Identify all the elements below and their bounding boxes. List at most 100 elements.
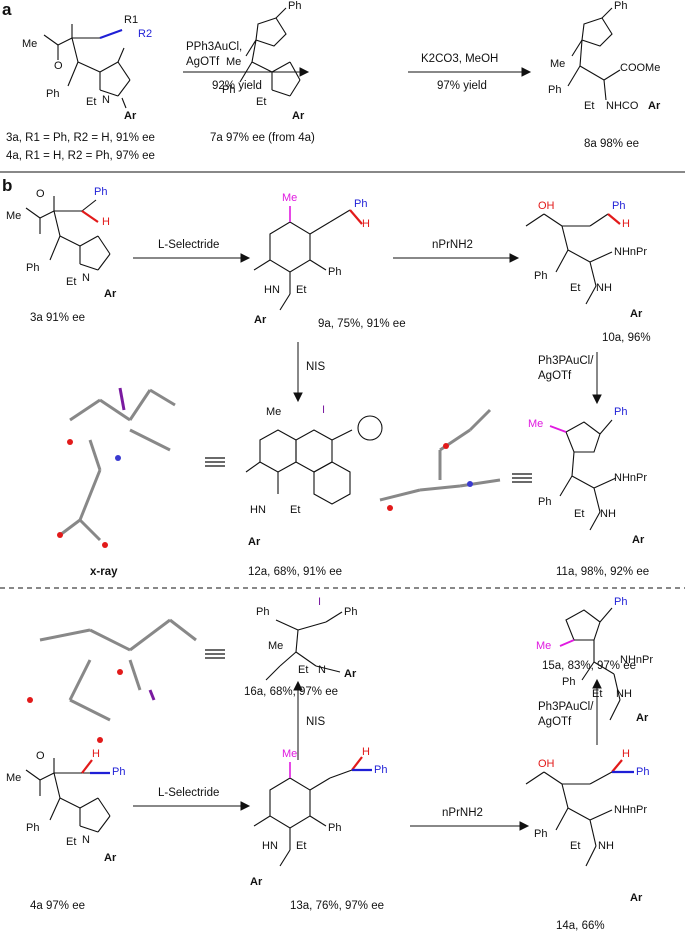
atom-n-4ab: N xyxy=(82,834,90,846)
compound-7a xyxy=(239,7,301,97)
atom-ph-15a-top: Ph xyxy=(614,596,628,608)
atom-ph-8a: Ph xyxy=(548,84,562,96)
label-4a: 4a, R1 = H, R2 = Ph, 97% ee xyxy=(6,150,155,162)
compound-14a xyxy=(525,771,613,867)
atom-et-3ab: Et xyxy=(66,276,77,288)
atom-nhnpr-10a: NHnPr xyxy=(614,246,648,258)
atom-et-10a: Et xyxy=(570,282,581,294)
compound-4a-b xyxy=(25,758,111,833)
compound-11a xyxy=(559,419,617,531)
atom-ar-12a: Ar xyxy=(248,536,261,548)
atom-hn-9a: HN xyxy=(264,284,280,296)
equiv-sign-3 xyxy=(205,649,225,659)
atom-oh-10a: OH xyxy=(538,200,555,212)
label-11a: 11a, 98%, 92% ee xyxy=(556,566,650,578)
reagent-b4-line1: Ph3PAuCl/ xyxy=(538,355,594,367)
atom-ar-14a: Ar xyxy=(630,892,643,904)
atom-h-9a: H xyxy=(362,218,370,230)
atom-hn-12a: HN xyxy=(250,504,266,516)
equiv-sign-1 xyxy=(205,457,225,467)
atom-et-12a: Et xyxy=(290,504,301,516)
label-9a: 9a, 75%, 91% ee xyxy=(318,318,406,330)
atom-et-13a: Et xyxy=(296,840,307,852)
atom-ar-7a: Ar xyxy=(292,110,305,122)
reagent-a1-line2: AgOTf xyxy=(186,56,220,68)
atom-me-12a: Me xyxy=(266,406,282,418)
atom-ar-3ab: Ar xyxy=(104,288,117,300)
atom-ar-11a: Ar xyxy=(632,534,645,546)
atom-n-16a: N xyxy=(318,664,326,676)
panel-a-letter: a xyxy=(2,0,12,19)
label-7a: 7a 97% ee (from 4a) xyxy=(210,132,315,144)
atom-ph-11a: Ph xyxy=(538,496,552,508)
atom-ph-10a-top: Ph xyxy=(612,200,626,212)
atom-ar-10a: Ar xyxy=(630,308,643,320)
xray-structure-3 xyxy=(39,618,197,722)
label-16a: 16a, 68%, 97% ee xyxy=(244,686,338,698)
label-15a: 15a, 83%, 97% ee xyxy=(542,660,636,672)
atom-nh-11a: NH xyxy=(600,508,616,520)
compound-3a-b xyxy=(25,196,111,271)
atom-ph-4ab-right: Ph xyxy=(112,766,126,778)
atom-ph-3ab: Ph xyxy=(26,262,40,274)
atom-ar-16a: Ar xyxy=(344,668,357,680)
atom-ar-9a: Ar xyxy=(254,314,267,326)
atom-et-14a: Et xyxy=(570,840,581,852)
atom-ph-11a-top: Ph xyxy=(614,406,628,418)
atom-oh-14a: OH xyxy=(538,758,555,770)
atom-ph-10a: Ph xyxy=(534,270,548,282)
atom-hn-13a: HN xyxy=(262,840,278,852)
reagent-b8-line2: AgOTf xyxy=(538,716,572,728)
atom-n-3a: N xyxy=(102,94,110,106)
label-8a: 8a 98% ee xyxy=(584,138,639,150)
label-xray-1: x-ray xyxy=(90,566,118,578)
atom-ph-14a: Ph xyxy=(534,828,548,840)
yield-a1: 92% yield xyxy=(212,80,262,92)
atom-i-16a: I xyxy=(318,596,322,608)
atom-me-16a: Me xyxy=(268,640,284,652)
compound-15a xyxy=(565,607,621,721)
atom-et-3a: Et xyxy=(86,96,97,108)
atom-ar-4ab: Ar xyxy=(104,852,117,864)
arrow-b5 xyxy=(133,801,251,811)
atom-me-3a: Me xyxy=(22,38,38,50)
atom-nh-10a: NH xyxy=(596,282,612,294)
atom-nh-14a: NH xyxy=(598,840,614,852)
atom-h-13a: H xyxy=(362,746,370,758)
arrow-b8-up xyxy=(592,678,602,745)
atom-ph-13a: Ph xyxy=(328,822,342,834)
atom-ar-8a: Ar xyxy=(648,100,661,112)
arrow-b3-down xyxy=(293,342,303,403)
atom-r1: R1 xyxy=(124,14,139,26)
atom-et-4ab: Et xyxy=(66,836,77,848)
atom-ph-8a-top: Ph xyxy=(614,0,628,12)
label-13a: 13a, 76%, 97% ee xyxy=(290,900,384,912)
atom-ph-15a: Ph xyxy=(562,676,576,688)
label-14a: 14a, 66% xyxy=(556,920,605,932)
atom-ph-9a: Ph xyxy=(328,266,342,278)
atom-ph-3a: Ph xyxy=(46,88,60,100)
atom-nhnpr-15a: NHnPr xyxy=(620,654,654,666)
atom-et-8a: Et xyxy=(584,100,595,112)
atom-me-3ab: Me xyxy=(6,210,22,222)
atom-ph-3ab-top: Ph xyxy=(94,186,108,198)
reagent-b8-line1: Ph3PAuCl/ xyxy=(538,701,594,713)
reagent-b7: NIS xyxy=(306,716,326,728)
atom-ph-14a-right: Ph xyxy=(636,766,650,778)
compound-16a xyxy=(265,611,343,681)
atom-ph-13a-right: Ph xyxy=(374,764,388,776)
reagent-b3: NIS xyxy=(306,361,326,373)
label-4a-b: 4a 97% ee xyxy=(30,900,85,912)
atom-ar-15a: Ar xyxy=(636,712,649,724)
arrow-b1 xyxy=(133,253,251,263)
atom-h-4ab: H xyxy=(92,748,100,760)
atom-r2: R2 xyxy=(138,28,153,40)
arrow-a1 xyxy=(183,67,310,77)
atom-me-11a: Me xyxy=(528,418,544,430)
atom-et-16a: Et xyxy=(298,664,309,676)
compound-12a xyxy=(245,429,353,505)
label-3a: 3a, R1 = Ph, R2 = H, 91% ee xyxy=(6,132,155,144)
compound-10a xyxy=(525,213,613,305)
xray-structure-1 xyxy=(59,388,176,542)
